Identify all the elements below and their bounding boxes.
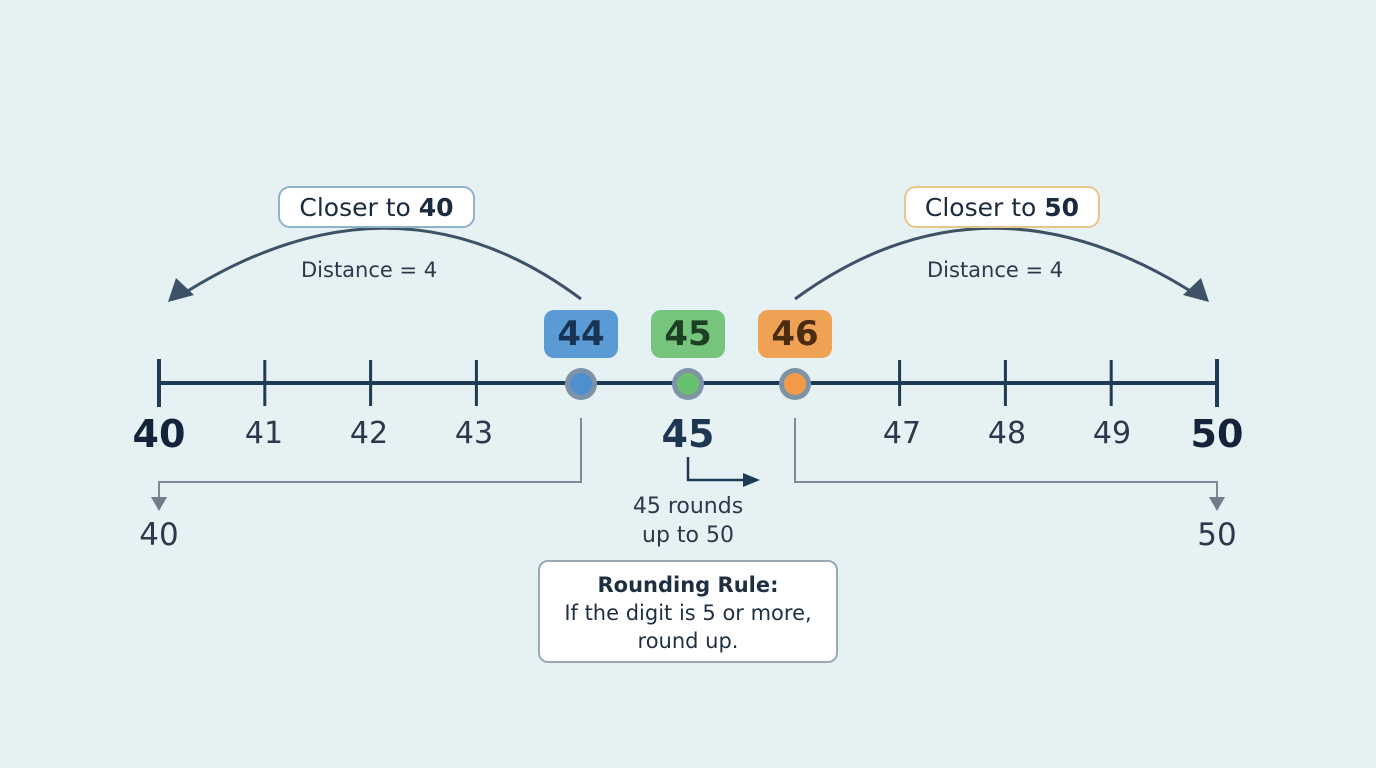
right-arrowhead <box>1183 278 1209 302</box>
left-distance-label: Distance = 4 <box>301 258 438 282</box>
left-arrowhead <box>168 278 194 302</box>
left-connector <box>158 418 582 500</box>
tick-label-43: 43 <box>454 416 494 451</box>
right-connector-arrowhead <box>1209 497 1225 511</box>
marker-45-badge: 45 <box>651 310 725 358</box>
right-distance-label: Distance = 4 <box>927 258 1064 282</box>
right-result-50: 50 <box>1197 517 1237 553</box>
rounds-up-note-line2: up to 50 <box>642 523 734 548</box>
closer-to-50-callout: Closer to 50 <box>904 186 1100 228</box>
marker-44-dot-inner <box>570 373 592 395</box>
marker-46-badge: 46 <box>758 310 832 358</box>
right-connector <box>794 418 1218 500</box>
rounds-up-note: 45 rounds up to 50 <box>610 492 766 550</box>
rounding-rule-line1: If the digit is 5 or more, <box>564 601 812 625</box>
left-result-40: 40 <box>139 517 179 553</box>
closer-to-40-prefix: Closer to <box>299 192 419 222</box>
closer-to-50-prefix: Closer to <box>924 192 1045 222</box>
tick-label-48: 48 <box>987 416 1027 451</box>
tick-marks <box>157 359 1219 407</box>
marker-46-dot-inner <box>784 373 806 395</box>
tick-label-41: 41 <box>244 416 284 451</box>
rounding-rule-title: Rounding Rule: <box>597 573 779 597</box>
tick-label-47: 47 <box>882 416 922 451</box>
closer-to-40-target: 40 <box>418 192 454 222</box>
left-curved-arrow <box>182 226 582 301</box>
closer-to-40-callout: Closer to 40 <box>278 186 475 228</box>
tick-label-49: 49 <box>1092 416 1132 451</box>
rounds-up-note-line1: 45 rounds <box>632 494 744 519</box>
tick-label-45: 45 <box>661 412 715 456</box>
marker-45-dot-inner <box>677 373 699 395</box>
left-connector-arrowhead <box>151 497 167 511</box>
tick-label-50: 50 <box>1190 412 1244 456</box>
closer-to-50-target: 50 <box>1044 192 1080 222</box>
marker-44-badge: 44 <box>544 310 618 358</box>
rounding-rule-box: Rounding Rule: If the digit is 5 or more… <box>538 560 838 663</box>
tick-label-42: 42 <box>349 416 389 451</box>
tick-label-40: 40 <box>132 412 186 456</box>
rounds-up-arrow <box>686 457 745 482</box>
rounding-rule-line2: round up. <box>637 629 739 653</box>
rounds-up-arrowhead <box>743 473 760 487</box>
right-curved-arrow <box>794 226 1196 301</box>
